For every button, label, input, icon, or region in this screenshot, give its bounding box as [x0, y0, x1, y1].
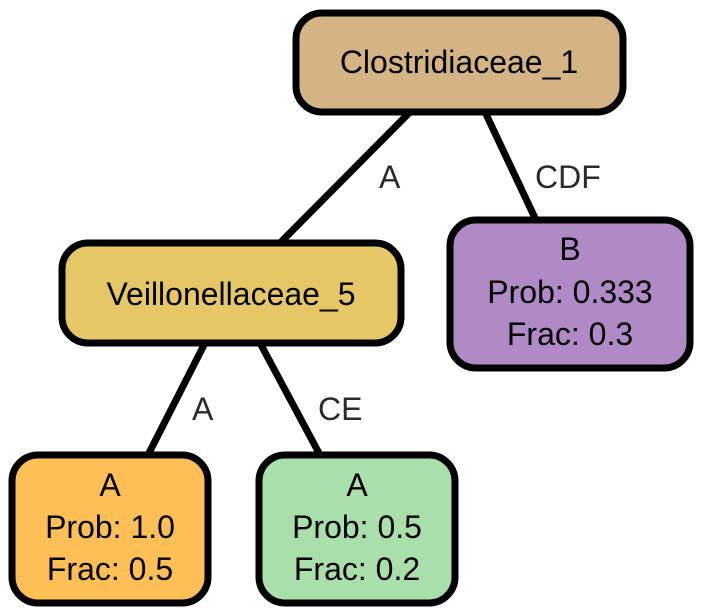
leaf-node-a1-class: A [99, 467, 121, 503]
leaf-node-b-box [446, 216, 694, 372]
root-node: Clostridiaceae_1 [292, 9, 627, 116]
edge-label-internal-to-leaf-a2: CE [318, 391, 362, 427]
edge-internal-to-leaf-a2 [256, 341, 324, 457]
leaf-node-b-prob: Prob: 0.333 [487, 274, 652, 310]
internal-node-box [58, 239, 405, 347]
leaf-node-a1-box [8, 451, 212, 607]
leaf-node-a2-prob: Prob: 0.5 [292, 509, 422, 545]
leaf-node-a1: A Prob: 1.0 Frac: 0.5 [8, 451, 212, 607]
root-node-label: Clostridiaceae_1 [340, 44, 578, 80]
edge-label-root-to-internal: A [379, 159, 401, 195]
internal-node: Veillonellaceae_5 [58, 239, 405, 347]
internal-node-label: Veillonellaceae_5 [106, 276, 355, 312]
edge-root-to-internal [277, 109, 413, 246]
leaf-node-a2-box [255, 451, 459, 607]
root-node-box [292, 9, 627, 116]
leaf-node-a1-prob: Prob: 1.0 [45, 509, 175, 545]
leaf-node-b: B Prob: 0.333 Frac: 0.3 [446, 216, 694, 372]
edge-internal-to-leaf-a1 [144, 341, 209, 457]
leaf-node-a1-frac: Frac: 0.5 [47, 551, 173, 587]
leaf-node-a2: A Prob: 0.5 Frac: 0.2 [255, 451, 459, 607]
edge-root-to-leaf-b [481, 110, 539, 220]
leaf-node-a2-class: A [346, 467, 368, 503]
leaf-node-a2-frac: Frac: 0.2 [294, 551, 420, 587]
edge-label-internal-to-leaf-a1: A [192, 391, 214, 427]
leaf-node-b-frac: Frac: 0.3 [507, 316, 633, 352]
edge-label-root-to-leaf-b: CDF [535, 159, 601, 195]
leaf-node-b-class: B [559, 231, 580, 267]
